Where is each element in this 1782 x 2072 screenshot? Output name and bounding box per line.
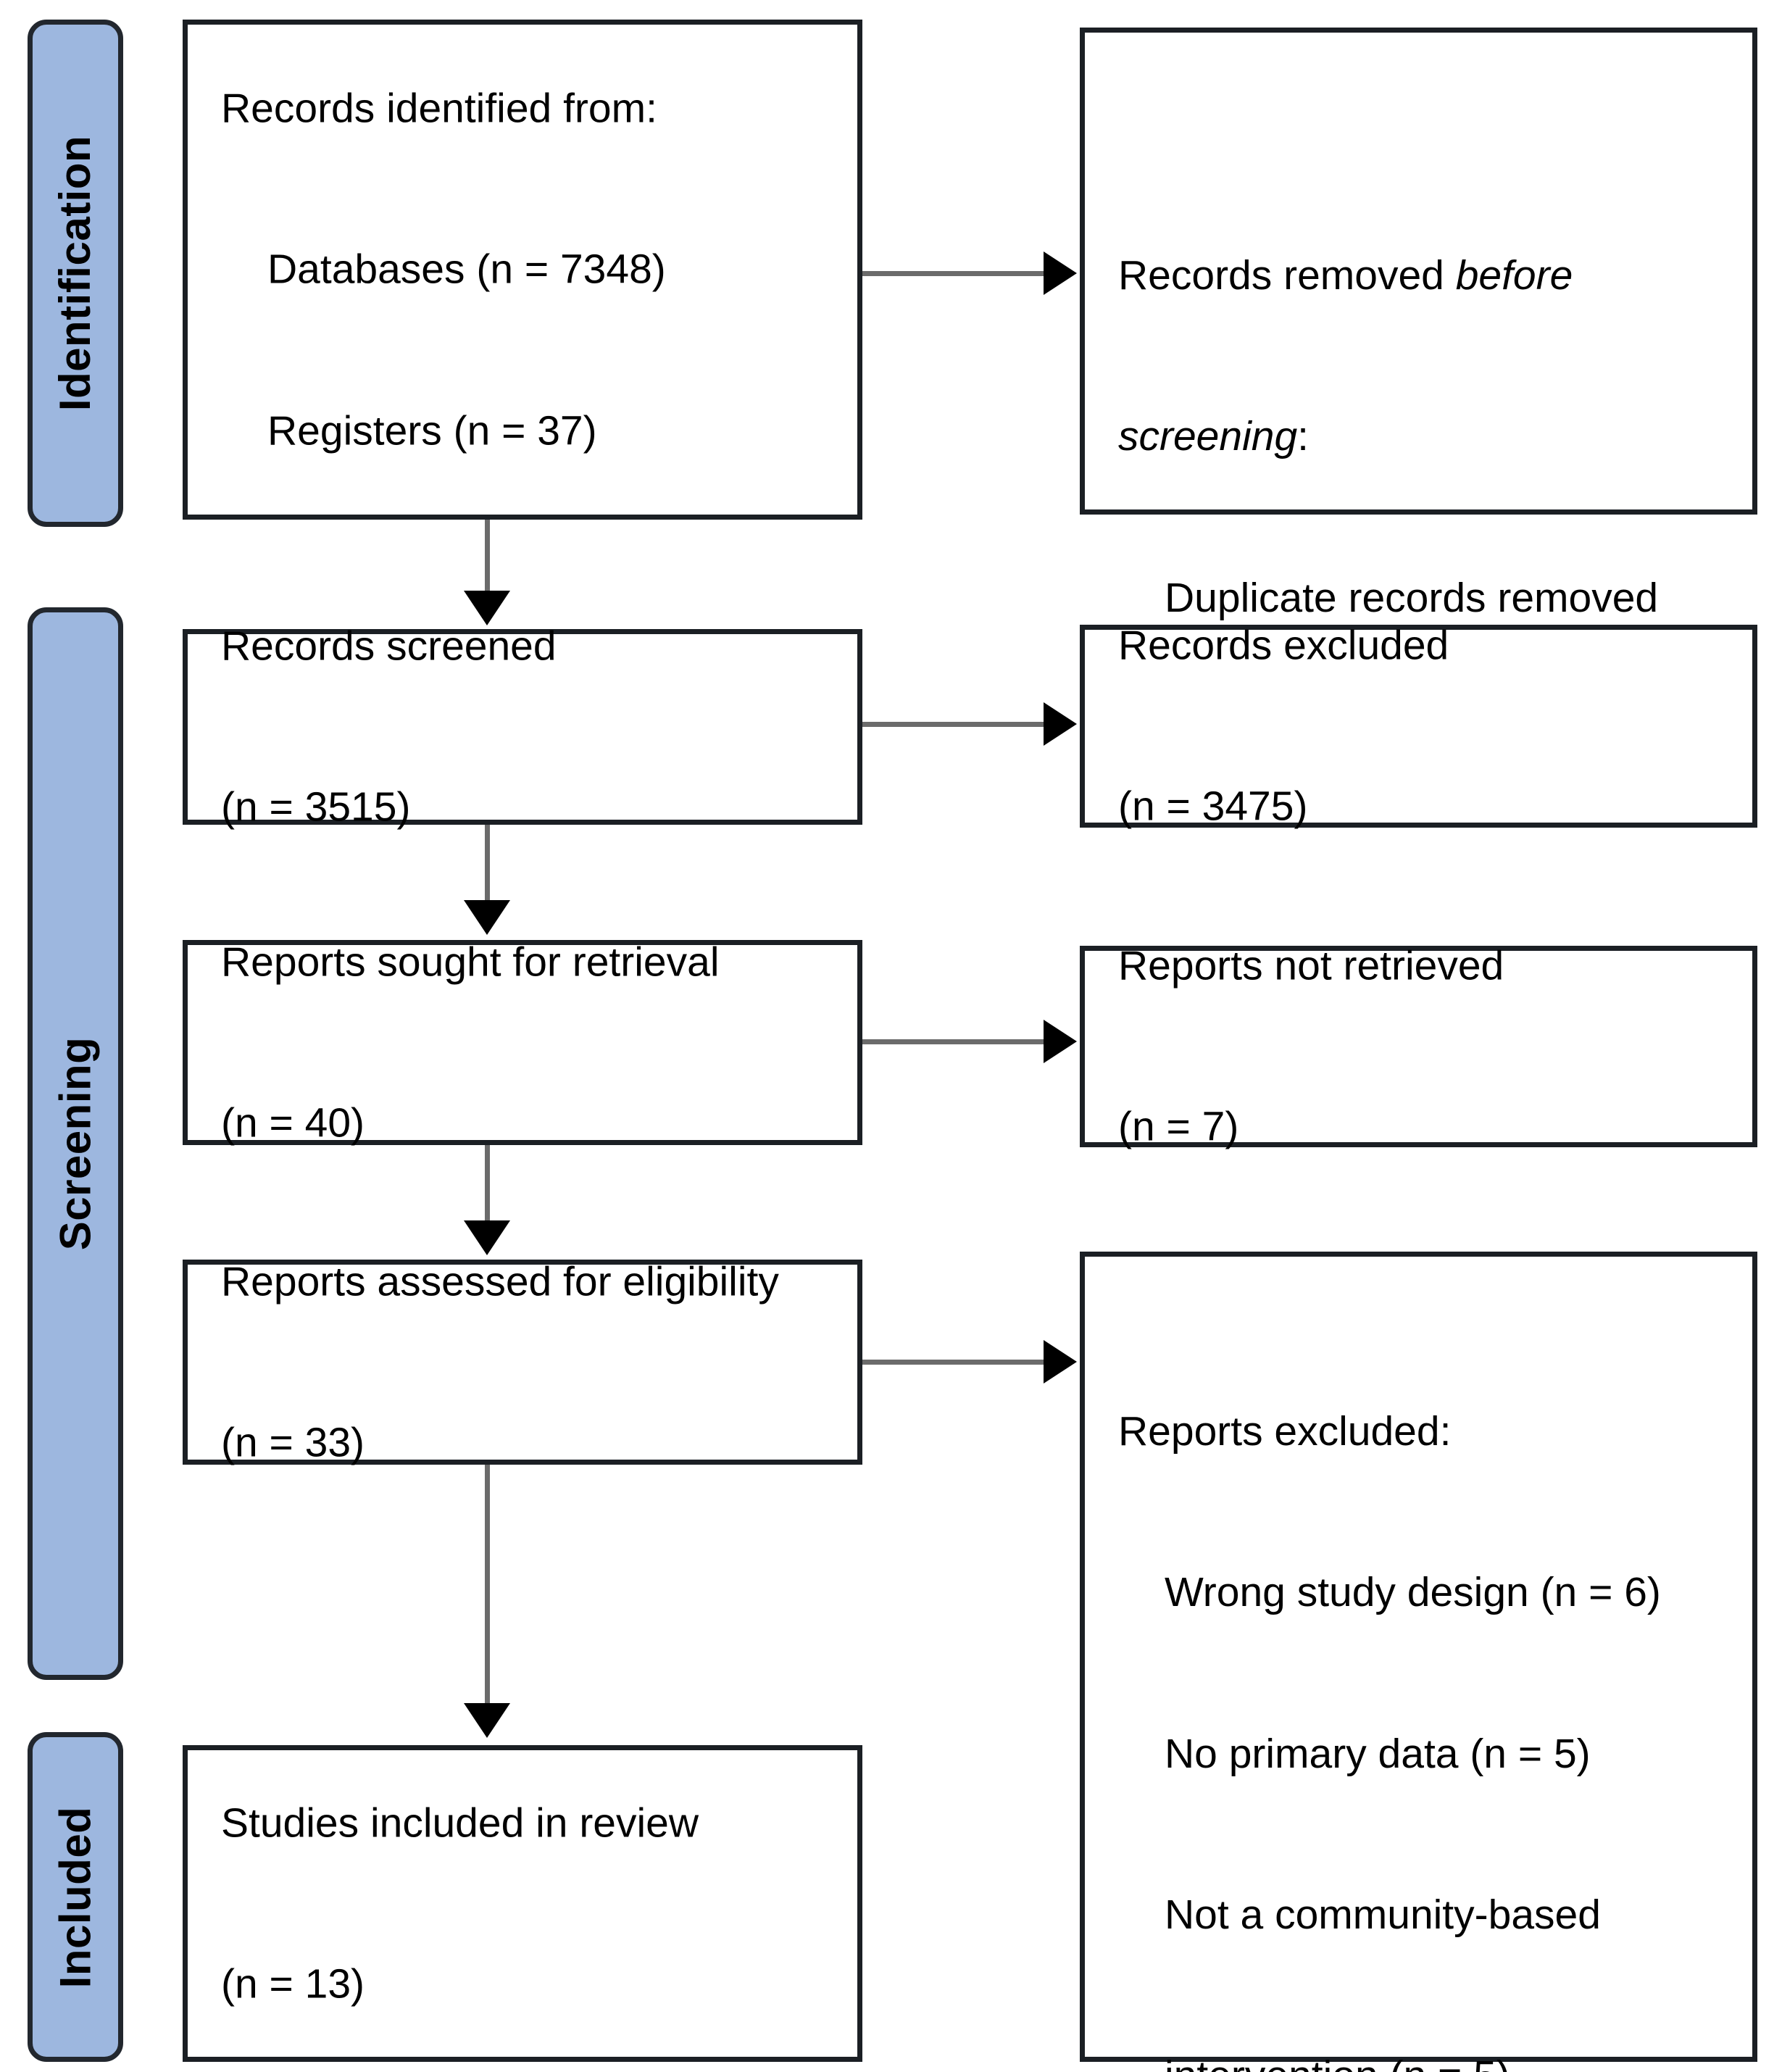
connector-sought-to-not-retrieved (862, 1039, 1045, 1044)
reports-excluded-reason: Not a community-based (1165, 1892, 1601, 1939)
arrow-screened-to-sought-head (464, 900, 510, 935)
stage-label-screening: Screening (51, 1036, 100, 1251)
box-reports-not-retrieved-text: Reports not retrieved (n = 7) (1118, 832, 1736, 1262)
connector-sought-to-assessed (485, 1145, 490, 1231)
arrow-assessed-to-reports-excluded-head (1044, 1340, 1077, 1384)
box-records-excluded: Records excluded (n = 3475) (1080, 623, 1757, 830)
records-removed-line-1: Records removed before (1118, 249, 1736, 302)
reports-excluded-reason: intervention (n = 5) (1118, 2049, 1736, 2072)
arrow-sought-to-assessed-head (464, 1220, 510, 1255)
studies-included-line-2: (n = 13) (221, 1960, 365, 2007)
stage-tab-included: Included (28, 1732, 123, 2062)
records-removed-line-1-italic: before (1455, 252, 1573, 299)
arrow-identified-to-screened-head (464, 591, 510, 625)
records-excluded-line-1: Records excluded (1118, 622, 1449, 669)
stage-tab-screening: Screening (28, 607, 123, 1680)
arrow-sought-to-not-retrieved-head (1044, 1020, 1077, 1063)
records-removed-line-3: Duplicate records removed (1165, 574, 1659, 621)
reports-not-retrieved-line-2: (n = 7) (1118, 1104, 1239, 1151)
box-records-removed: Records removed before screening: Duplic… (1080, 28, 1757, 782)
connector-identified-to-removed (862, 271, 1045, 276)
connector-identified-to-screened (485, 520, 490, 601)
connector-assessed-to-included (485, 1465, 490, 1717)
connector-screened-to-sought (485, 825, 490, 910)
records-identified-line-2: Databases (n = 7348) (267, 246, 666, 293)
box-reports-excluded-text: Reports excluded: Wrong study design (n … (1118, 1297, 1736, 2072)
reports-excluded-reason: No primary data (n = 5) (1165, 1730, 1591, 1777)
reports-assessed-line-2: (n = 33) (221, 1419, 365, 1466)
records-removed-line-2-colon: : (1297, 413, 1309, 460)
reports-excluded-reason: Wrong study design (n = 6) (1165, 1569, 1661, 1616)
box-records-identified: Records identified from: Databases (n = … (183, 20, 862, 520)
studies-included-line-1: Studies included in review (221, 1800, 699, 1847)
records-excluded-line-2: (n = 3475) (1118, 783, 1308, 831)
records-identified-line-3: Registers (n = 37) (267, 407, 597, 454)
records-removed-line-1-plain: Records removed (1118, 252, 1456, 299)
box-records-identified-text: Records identified from: Databases (n = … (221, 0, 841, 565)
records-identified-line-1: Records identified from: (221, 85, 657, 132)
connector-screened-to-excluded (862, 722, 1045, 727)
arrow-identified-to-removed-head (1044, 251, 1077, 295)
reports-sought-line-2: (n = 40) (221, 1099, 365, 1147)
reports-assessed-line-1: Reports assessed for eligibility (221, 1258, 779, 1305)
box-studies-included: Studies included in review (n = 13) (183, 1745, 862, 2062)
box-records-screened: Records screened (n = 3515) (183, 623, 862, 831)
box-records-excluded-text: Records excluded (n = 3475) (1118, 512, 1736, 941)
box-reports-sought: Reports sought for retrieval (n = 40) (183, 939, 862, 1147)
stage-tab-identification: Identification (28, 20, 123, 527)
box-reports-excluded: Reports excluded: Wrong study design (n … (1080, 1252, 1757, 2072)
reports-not-retrieved-line-1: Reports not retrieved (1118, 942, 1504, 989)
stage-label-included: Included (51, 1806, 99, 1988)
box-reports-assessed-text: Reports assessed for eligibility (n = 33… (221, 1147, 841, 1577)
arrow-screened-to-excluded-head (1044, 702, 1077, 746)
box-reports-assessed: Reports assessed for eligibility (n = 33… (183, 1258, 862, 1466)
arrow-assessed-to-included-head (464, 1703, 510, 1738)
records-removed-line-2-italic: screening (1118, 413, 1298, 460)
records-removed-line-2: screening: (1118, 409, 1736, 463)
reports-sought-line-1: Reports sought for retrieval (221, 939, 720, 986)
records-screened-line-2: (n = 3515) (221, 784, 411, 831)
records-screened-line-1: Records screened (221, 623, 557, 670)
connector-assessed-to-reports-excluded (862, 1360, 1045, 1365)
stage-label-identification: Identification (51, 135, 99, 412)
box-records-screened-text: Records screened (n = 3515) (221, 512, 841, 942)
box-reports-sought-text: Reports sought for retrieval (n = 40) (221, 828, 841, 1257)
box-reports-not-retrieved: Reports not retrieved (n = 7) (1080, 943, 1757, 1150)
reports-excluded-heading: Reports excluded: (1118, 1408, 1452, 1455)
box-studies-included-text: Studies included in review (n = 13) (221, 1689, 841, 2072)
